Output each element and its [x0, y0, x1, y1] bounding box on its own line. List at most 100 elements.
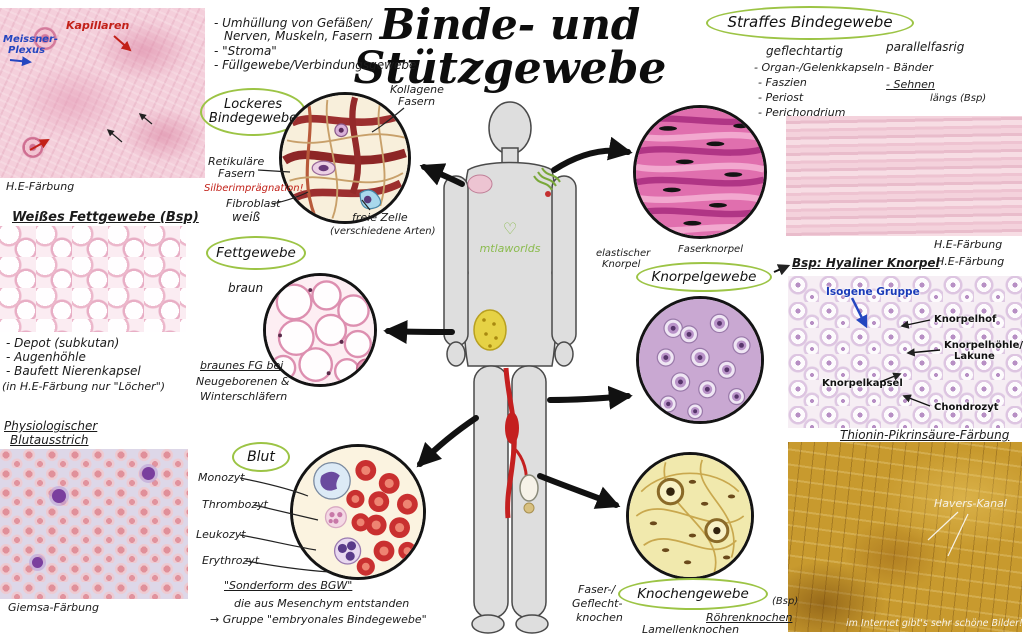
histology-white-fat-image: [0, 226, 186, 332]
cartilage-drawing-svg: [639, 299, 761, 421]
silver-impregnation-label: Silberimprägnation!: [204, 183, 304, 194]
title-line-2: Stützgewebe: [353, 42, 667, 94]
faser-knochen-label-1: Faser-/: [578, 583, 616, 596]
dense-note-left-1: - Organ-/Gelenkkapseln: [754, 61, 885, 74]
faser-knochen-label-3: knochen: [576, 611, 623, 624]
dense-connective-tissue-heading: Straffes Bindegewebe: [706, 6, 914, 40]
dense-heading-text: Straffes Bindegewebe: [727, 13, 893, 32]
blood-smear-leukocyte-3: [32, 557, 43, 568]
fat-note-loecher: (in H.E-Färbung nur "Löcher"): [2, 380, 166, 393]
he-staining-caption-tendon: H.E-Färbung: [934, 238, 1003, 251]
hyaline-cartilage-example-label: Bsp: Hyaliner Knorpel: [792, 256, 940, 270]
blood-note-2: die aus Mesenchym entstanden: [234, 597, 410, 610]
havers-canal-label: Havers-Kanal: [934, 497, 1007, 510]
knorpelhoehle-label-2: Lakune: [954, 351, 995, 362]
dense-note-left-4: - Perichondrium: [758, 106, 846, 119]
he-staining-caption-topleft: H.E-Färbung: [6, 180, 75, 193]
elastic-cartilage-label-2: Knorpel: [602, 259, 641, 270]
dense-connective-tissue-drawing: [633, 105, 767, 239]
knee-bone-sketch: [519, 474, 539, 502]
roehrenknochen-label: Röhrenknochen: [706, 611, 793, 624]
blood-smear-heading-2: Blutausstrich: [10, 433, 89, 447]
white-fat-heading: Weißes Fettgewebe (Bsp): [12, 210, 199, 225]
loose-connective-tissue-heading: Lockeres Bindegewebe: [200, 88, 306, 136]
cartilage-heading-text: Knorpelgewebe: [651, 268, 757, 285]
knorpelkapsel-label: Knorpelkapsel: [822, 378, 903, 389]
histology-bone-image: [788, 442, 1022, 632]
blood-note-3: → Gruppe "embryonales Bindegewebe": [210, 613, 427, 626]
reticular-fibers-label-2: Fasern: [218, 167, 256, 180]
loose-ct-note-4: - Füllgewebe/Verbindungsgewebe: [214, 58, 417, 72]
knorpelhof-label: Knorpelhof: [934, 314, 997, 325]
erythrocyte-label: Erythrozyt: [202, 554, 260, 567]
platelet-label: Thrombozyt: [202, 498, 268, 511]
human-body-figure: ♡ mtlaworlds: [443, 101, 577, 634]
brown-fat-note-2: Neugeborenen &: [196, 375, 290, 388]
blood-heading-text: Blut: [247, 448, 275, 465]
he-staining-caption-cartilage: H.E-Färbung: [936, 255, 1005, 268]
dense-note-right-1: - Bänder: [886, 61, 933, 74]
blood-note-1: "Sonderform des BGW": [224, 579, 353, 592]
internet-note: im Internet gibt's sehr schöne Bilder!: [846, 618, 1023, 629]
histology-tendon-image: [786, 116, 1022, 236]
loose-ct-note-1: - Umhüllung von Gefäßen/: [214, 16, 372, 30]
blood-heading: Blut: [232, 442, 290, 472]
bone-heading-text: Knochengewebe: [637, 585, 749, 602]
reticular-fibers-label-1: Retikuläre: [208, 155, 265, 168]
collagen-fibers-label-1: Kollagene: [390, 83, 444, 96]
thionin-staining-heading: Thionin-Pikrinsäure-Färbung: [840, 428, 1010, 442]
blood-smear-heading-1: Physiologischer: [4, 419, 98, 433]
shoulder-skin-patch: [467, 174, 493, 194]
cartilage-drawing: [636, 296, 764, 424]
loose-ct-note-3: - "Stroma": [214, 44, 277, 58]
fibroblast-label: Fibroblast: [226, 197, 281, 210]
bone-drawing-svg: [629, 455, 751, 577]
blood-drawing: [290, 444, 426, 580]
fat-note-2: - Augenhöhle: [6, 350, 86, 364]
free-cell-sub-label: (verschiedene Arten): [330, 226, 436, 237]
bone-tissue-drawing: [626, 452, 754, 580]
brown-label: braun: [228, 281, 264, 295]
loose-heading-line-1: Lockeres: [224, 97, 282, 113]
loose-connective-tissue-drawing: [279, 92, 411, 224]
geflechtartig-label: geflechtartig: [766, 44, 843, 58]
white-label: weiß: [232, 210, 261, 224]
faser-knochen-label-2: Geflecht-: [572, 597, 623, 610]
bone-bsp-label: (Bsp): [772, 596, 799, 607]
arrow-cartilage-to-example: [773, 264, 791, 276]
fat-note-3: - Baufett Nierenkapsel: [6, 364, 141, 378]
free-cell-label: freie Zelle: [352, 211, 408, 224]
histology-loose-connective-tissue-image: [0, 8, 205, 178]
bone-tissue-heading: Knochengewebe: [618, 578, 768, 610]
fat-drawing-svg: [266, 276, 374, 384]
histology-blood-smear-image: [0, 449, 188, 599]
cartilage-heading: Knorpelgewebe: [636, 262, 772, 292]
heart-icon: ♡: [503, 219, 517, 238]
brown-fat-note-1: braunes FG bei: [200, 359, 284, 372]
artery-sketch: [503, 367, 517, 519]
dense-ct-drawing-svg: [636, 108, 764, 236]
watermark-text: mtlaworlds: [480, 242, 541, 255]
elastic-cartilage-label-1: elastischer: [596, 248, 651, 259]
fat-note-1: - Depot (subkutan): [6, 336, 120, 350]
page-title: Binde- und Stützgewebe: [352, 3, 668, 94]
loose-heading-line-2: Bindegewebe: [208, 111, 298, 126]
isogenic-group-label: Isogene Gruppe: [826, 286, 920, 298]
loose-ct-drawing-svg: [282, 95, 408, 221]
loose-ct-note-2: Nerven, Muskeln, Fasern: [224, 29, 373, 43]
capillaries-label: Kapillaren: [66, 19, 130, 32]
brown-fat-note-3: Winterschläfern: [200, 390, 288, 403]
dense-note-left-2: - Faszien: [758, 76, 807, 89]
fibrocartilage-label: Faserknorpel: [678, 244, 743, 255]
blood-drawing-svg: [293, 447, 423, 577]
meissner-plexus-label-1: Meissner-: [3, 34, 59, 45]
fat-tissue-heading: Fettgewebe: [206, 236, 306, 270]
dense-note-left-3: - Periost: [758, 91, 804, 104]
leukocyte-label: Leukozyt: [196, 528, 246, 541]
meissner-plexus-label-2: Plexus: [8, 45, 46, 56]
blood-smear-leukocyte-2: [142, 467, 155, 480]
giemsa-caption: Giemsa-Färbung: [8, 601, 100, 614]
chondrozyt-label: Chondrozyt: [934, 402, 999, 413]
collagen-fibers-label-2: Fasern: [398, 95, 436, 108]
